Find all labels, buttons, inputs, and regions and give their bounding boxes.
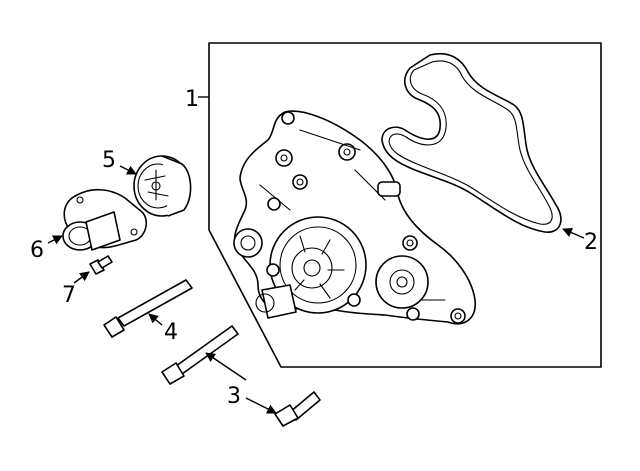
- assembly-frame: [208, 42, 602, 368]
- leader-line-3b: [245, 397, 277, 414]
- callout-1: 1: [185, 87, 199, 112]
- gasket-part: [381, 53, 562, 233]
- leader-line-4: [148, 313, 163, 326]
- callout-6: 6: [30, 238, 44, 263]
- leader-line-7: [73, 271, 90, 284]
- stud-bolt-part: [103, 279, 193, 338]
- callout-4: 4: [164, 320, 178, 345]
- thermostat-part: [133, 155, 192, 217]
- leader-line-3a: [205, 352, 247, 381]
- leader-line-6: [47, 235, 63, 245]
- callout-7: 7: [62, 283, 76, 308]
- thermostat-housing-part: [62, 188, 148, 251]
- callout-3: 3: [227, 384, 241, 409]
- small-bolt-part: [89, 255, 113, 275]
- water-pump-part: [233, 110, 476, 325]
- long-bolt-part: [161, 325, 321, 427]
- callout-2: 2: [584, 230, 598, 255]
- callout-5: 5: [102, 148, 116, 173]
- leader-line-5: [119, 165, 137, 175]
- leader-line-2: [562, 227, 585, 239]
